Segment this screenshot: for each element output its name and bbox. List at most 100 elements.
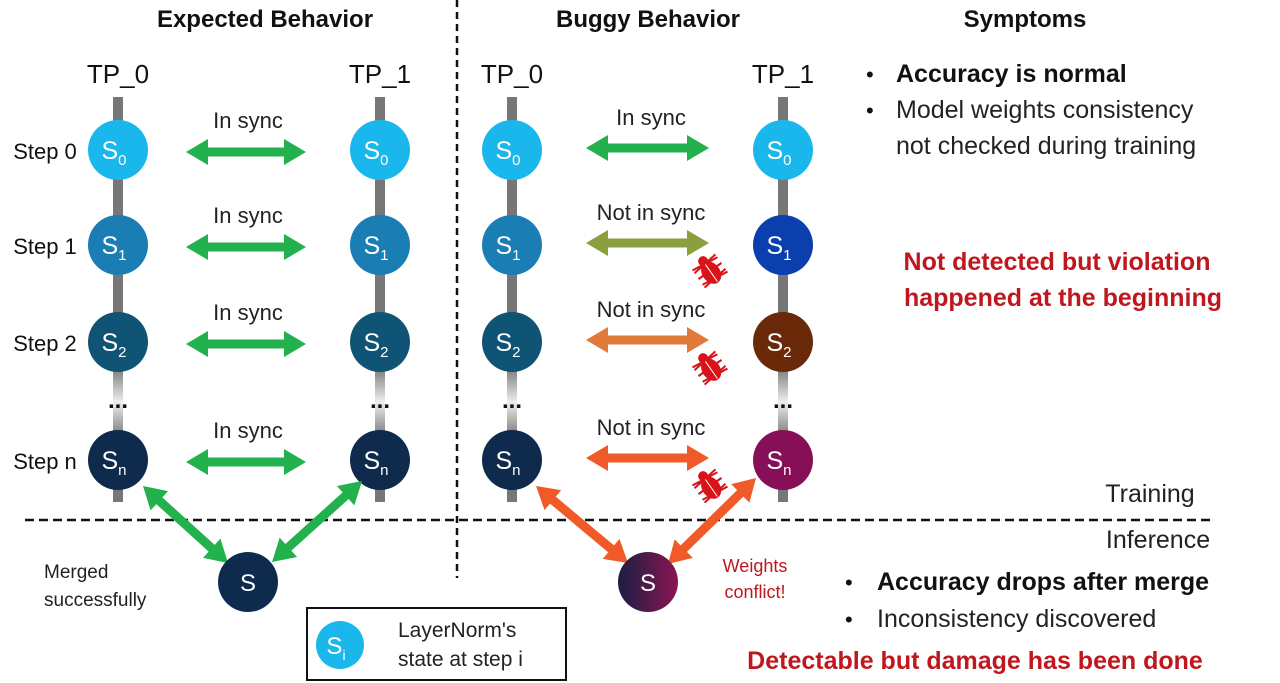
node-expected-tp1 (350, 430, 410, 490)
symptom-training-1: Accuracy is normal (896, 60, 1127, 88)
sync-label: In sync (213, 300, 283, 325)
timeline-fade (113, 367, 123, 437)
arrow-shape (186, 234, 306, 260)
step-label: Step 1 (13, 234, 77, 259)
legend-text: LayerNorm's (398, 619, 516, 642)
node-buggy-tp1 (753, 215, 813, 275)
node-buggy-tp1 (753, 120, 813, 180)
node-buggy-tp1 (753, 312, 813, 372)
node-buggy-tp1-label: S0 (766, 137, 791, 169)
sync-label: In sync (213, 108, 283, 133)
node-expected-tp0-label: S0 (101, 137, 126, 169)
bug-line (705, 361, 718, 379)
conflict-arrow (536, 486, 628, 563)
node-expected-tp0-label: S1 (101, 232, 126, 264)
node-buggy-tp0 (482, 430, 542, 490)
arrow-shape (586, 135, 709, 161)
bug-head (698, 353, 709, 364)
buggy-sync-arrow (586, 445, 709, 471)
tp-label: TP_0 (87, 59, 149, 89)
buggy-sync-arrow (586, 135, 709, 161)
node-expected-tp1-label: S0 (363, 137, 388, 169)
bullet-dot: • (866, 62, 874, 87)
node-expected-tp1-label: Sn (363, 447, 388, 479)
inference-verdict: Detectable but damage has been done (747, 647, 1203, 675)
legend-text-2: state at step i (398, 648, 523, 671)
sync-label: In sync (213, 203, 283, 228)
merged-caption-2: successfully (44, 590, 147, 611)
node-expected-tp0 (88, 215, 148, 275)
arrow-shape (143, 486, 228, 563)
merge-arrow (143, 486, 228, 563)
conflict-node (618, 552, 678, 612)
bug-line (705, 479, 718, 497)
node-expected-tp1 (350, 215, 410, 275)
arrow-shape (586, 445, 709, 471)
merge-arrow (272, 481, 362, 562)
ellipsis: ... (773, 387, 793, 414)
ellipsis: ... (502, 387, 522, 414)
sync-arrow (186, 139, 306, 165)
node-expected-tp0-label: Sn (101, 447, 126, 479)
training-label: Training (1105, 480, 1194, 508)
arrow-shape (536, 486, 628, 563)
tp-label: TP_1 (752, 59, 814, 89)
buggy-sync-arrow (586, 230, 709, 256)
legend-node-label: Si (326, 633, 345, 663)
tp-label: TP_0 (481, 59, 543, 89)
node-expected-tp0 (88, 430, 148, 490)
arrow-shape (668, 478, 756, 564)
ellipsis: ... (370, 387, 390, 414)
sync-arrow (186, 331, 306, 357)
bug-line (705, 264, 718, 282)
training-verdict-2: happened at the beginning (904, 284, 1222, 312)
arrow-shape (272, 481, 362, 562)
node-buggy-tp1-label: S2 (766, 329, 791, 361)
sync-label: In sync (213, 418, 283, 443)
arrow-shape (186, 139, 306, 165)
node-expected-tp1 (350, 120, 410, 180)
header-buggy: Buggy Behavior (556, 6, 740, 33)
sync-arrow (186, 234, 306, 260)
buggy-sync-label: In sync (616, 105, 686, 130)
node-expected-tp1 (350, 312, 410, 372)
merged-caption: Merged (44, 562, 108, 583)
symptom-inference-1: Accuracy drops after merge (877, 568, 1209, 596)
bullet-dot: • (866, 98, 874, 123)
step-label: Step 0 (13, 139, 77, 164)
node-expected-tp0 (88, 120, 148, 180)
ellipsis: ... (108, 387, 128, 414)
legend-node (316, 621, 364, 669)
node-buggy-tp0 (482, 215, 542, 275)
step-label: Step n (13, 449, 77, 474)
node-expected-tp0 (88, 312, 148, 372)
conflict-node-label: S (640, 570, 656, 597)
node-buggy-tp1-label: S1 (766, 232, 791, 264)
bug-icon (692, 253, 728, 289)
node-expected-tp1-label: S1 (363, 232, 388, 264)
tp-label: TP_1 (349, 59, 411, 89)
arrow-shape (586, 327, 709, 353)
symptom-inference-2: Inconsistency discovered (877, 605, 1156, 633)
timeline-fade (375, 367, 385, 437)
bullet-dot: • (845, 607, 853, 632)
symptom-training-2: Model weights consistency (896, 96, 1194, 124)
bug-head (698, 471, 709, 482)
buggy-sync-arrow (586, 327, 709, 353)
node-buggy-tp0-label: Sn (495, 447, 520, 479)
node-buggy-tp1-label: Sn (766, 447, 791, 479)
symptom-training-2b: not checked during training (896, 132, 1196, 160)
node-buggy-tp0 (482, 120, 542, 180)
node-buggy-tp0-label: S0 (495, 137, 520, 169)
training-verdict: Not detected but violation (904, 248, 1211, 276)
timeline-fade (507, 367, 517, 437)
buggy-sync-label: Not in sync (597, 200, 706, 225)
sync-arrow (186, 449, 306, 475)
arrow-shape (586, 230, 709, 256)
header-expected: Expected Behavior (157, 6, 373, 33)
merged-node (218, 552, 278, 612)
header-symptoms: Symptoms (964, 6, 1087, 33)
node-buggy-tp0-label: S2 (495, 329, 520, 361)
